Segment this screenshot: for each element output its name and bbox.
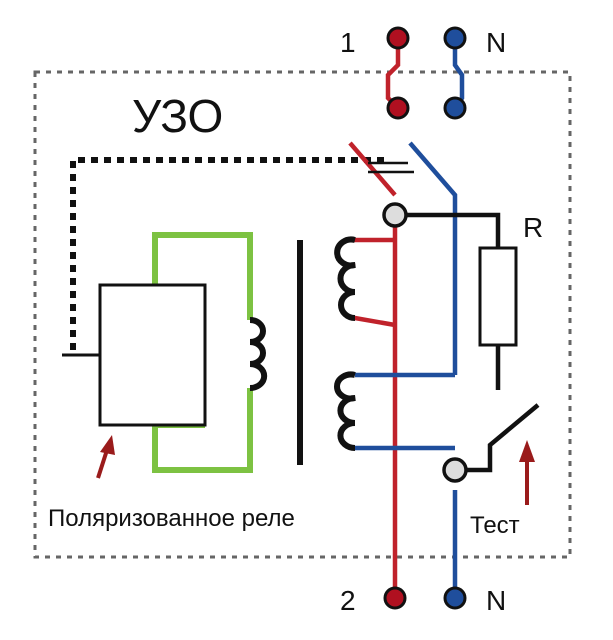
terminal-output-neutral [443,586,467,610]
relay-arrow [96,435,115,479]
neutral-wire-switch [408,141,458,375]
test-contact [455,403,540,473]
output-phase-label: 2 [340,585,356,616]
terminal-output-phase [383,586,407,610]
resistor-label: R [523,212,543,243]
phase-winding-turns [334,236,356,321]
resistor [478,246,518,347]
terminal-switch-phase [386,96,410,120]
junction-test [442,457,468,483]
neutral-winding-lead [355,372,455,451]
relay-coil [249,317,268,391]
device-housing [33,70,572,559]
junction-resistor [382,202,408,228]
terminal-switch-neutral [443,96,467,120]
input-phase-label: 1 [340,27,356,58]
output-neutral-label: N [486,585,506,616]
input-neutral-label: N [486,27,506,58]
polarized-relay [98,283,207,427]
terminal-input-neutral [443,26,467,50]
device-title: УЗО [132,90,223,142]
neutral-winding-turns [334,371,356,451]
resistor-wire [395,212,501,390]
test-label: Тест [470,512,520,539]
test-arrow [519,440,535,505]
relay-label: Поляризованное реле [48,505,295,532]
terminal-input-phase [386,26,410,50]
phase-wire-switch [348,141,397,197]
